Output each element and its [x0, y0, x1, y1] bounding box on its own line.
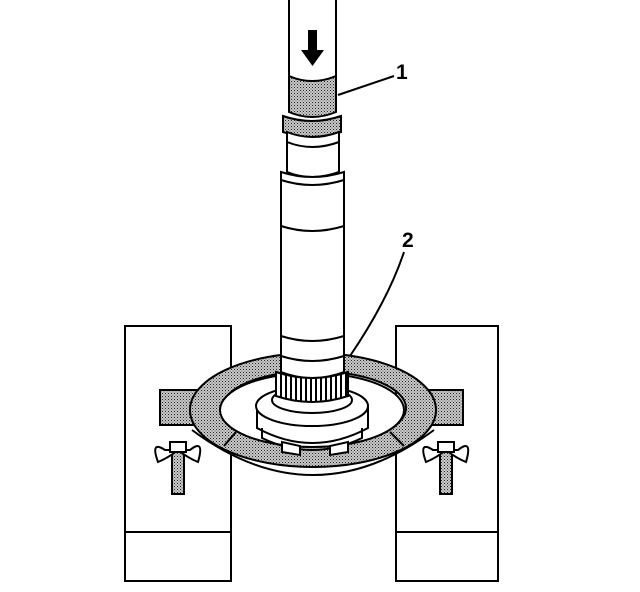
callout-1-label: 1 — [396, 61, 408, 84]
shaft — [275, 114, 349, 403]
callout-leaders — [337, 75, 405, 357]
wing-nut-icon — [422, 441, 470, 495]
press-tool-sleeve — [288, 74, 337, 118]
leader-1 — [337, 75, 395, 96]
leader-2 — [349, 251, 405, 357]
wing-nut-icon — [154, 441, 202, 495]
callout-2-label: 2 — [402, 229, 414, 252]
bearing-hub — [255, 385, 369, 457]
press-direction-arrow-icon — [301, 30, 324, 66]
